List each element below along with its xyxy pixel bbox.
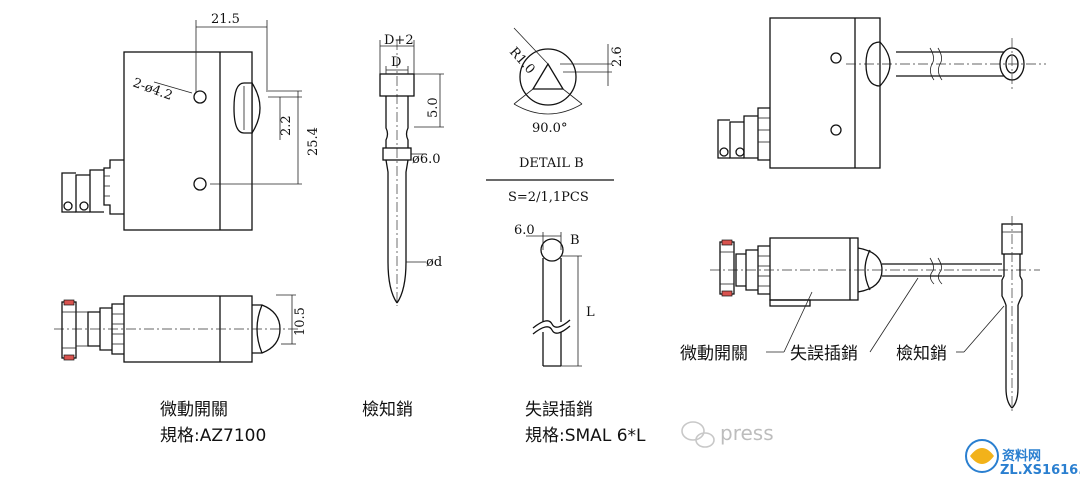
caption-switch-name: 微動開關 [160, 400, 228, 420]
caption-check-pin: 檢知銷 [362, 400, 413, 420]
dim-2-6: 2.6 [610, 46, 625, 67]
dim-d-plus-2: D+2 [384, 33, 414, 48]
dim-10-5: 10.5 [293, 307, 308, 336]
dim-phi-6: ø6.0 [412, 152, 441, 167]
logo-url: ZL.XS1616.COM [1000, 463, 1080, 478]
detail-spec: S=2/1,1PCS [508, 190, 589, 205]
dim-angle: 90.0° [532, 121, 567, 136]
dim-5-0: 5.0 [426, 97, 441, 118]
caption-pilot-name: 失誤插銷 [525, 400, 593, 420]
assembly-side-view [710, 216, 1040, 412]
label-micro-switch: 微動開關 [680, 344, 748, 364]
micro-switch-top-view [54, 294, 300, 363]
wechat-icon [681, 421, 715, 448]
dim-21-5: 21.5 [211, 12, 240, 27]
dim-d: D [391, 55, 401, 70]
assembly-top-view [717, 17, 1046, 169]
pilot-pin-drawing [526, 232, 582, 367]
dim-r1: R1.0 [506, 45, 538, 78]
dim-phi-d: ød [426, 255, 442, 270]
caption-pilot-spec: 規格:SMAL 6*L [525, 426, 646, 446]
logo-mark-icon [965, 439, 999, 473]
micro-switch-front-view [61, 20, 302, 231]
site-logo: 资料网 ZL.XS1616.COM [965, 439, 1080, 478]
watermark: press [681, 421, 774, 448]
detail-b-drawing [486, 27, 614, 181]
dim-hole-diameter: 2-ø4.2 [131, 76, 175, 104]
caption-switch-spec: 規格:AZ7100 [160, 426, 266, 446]
dim-2-2: 2.2 [279, 115, 294, 136]
dim-25-4: 25.4 [306, 127, 321, 156]
label-pilot-pin: 失誤插銷 [790, 344, 858, 364]
detail-title: DETAIL B [519, 156, 584, 171]
mark-b: B [570, 233, 580, 248]
label-check-pin: 檢知銷 [896, 344, 947, 364]
check-pin-drawing [379, 40, 444, 306]
watermark-text: press [720, 421, 774, 445]
logo-text: 资料网 [1002, 448, 1041, 464]
dim-6-0: 6.0 [514, 223, 535, 238]
mark-l: L [586, 305, 595, 320]
